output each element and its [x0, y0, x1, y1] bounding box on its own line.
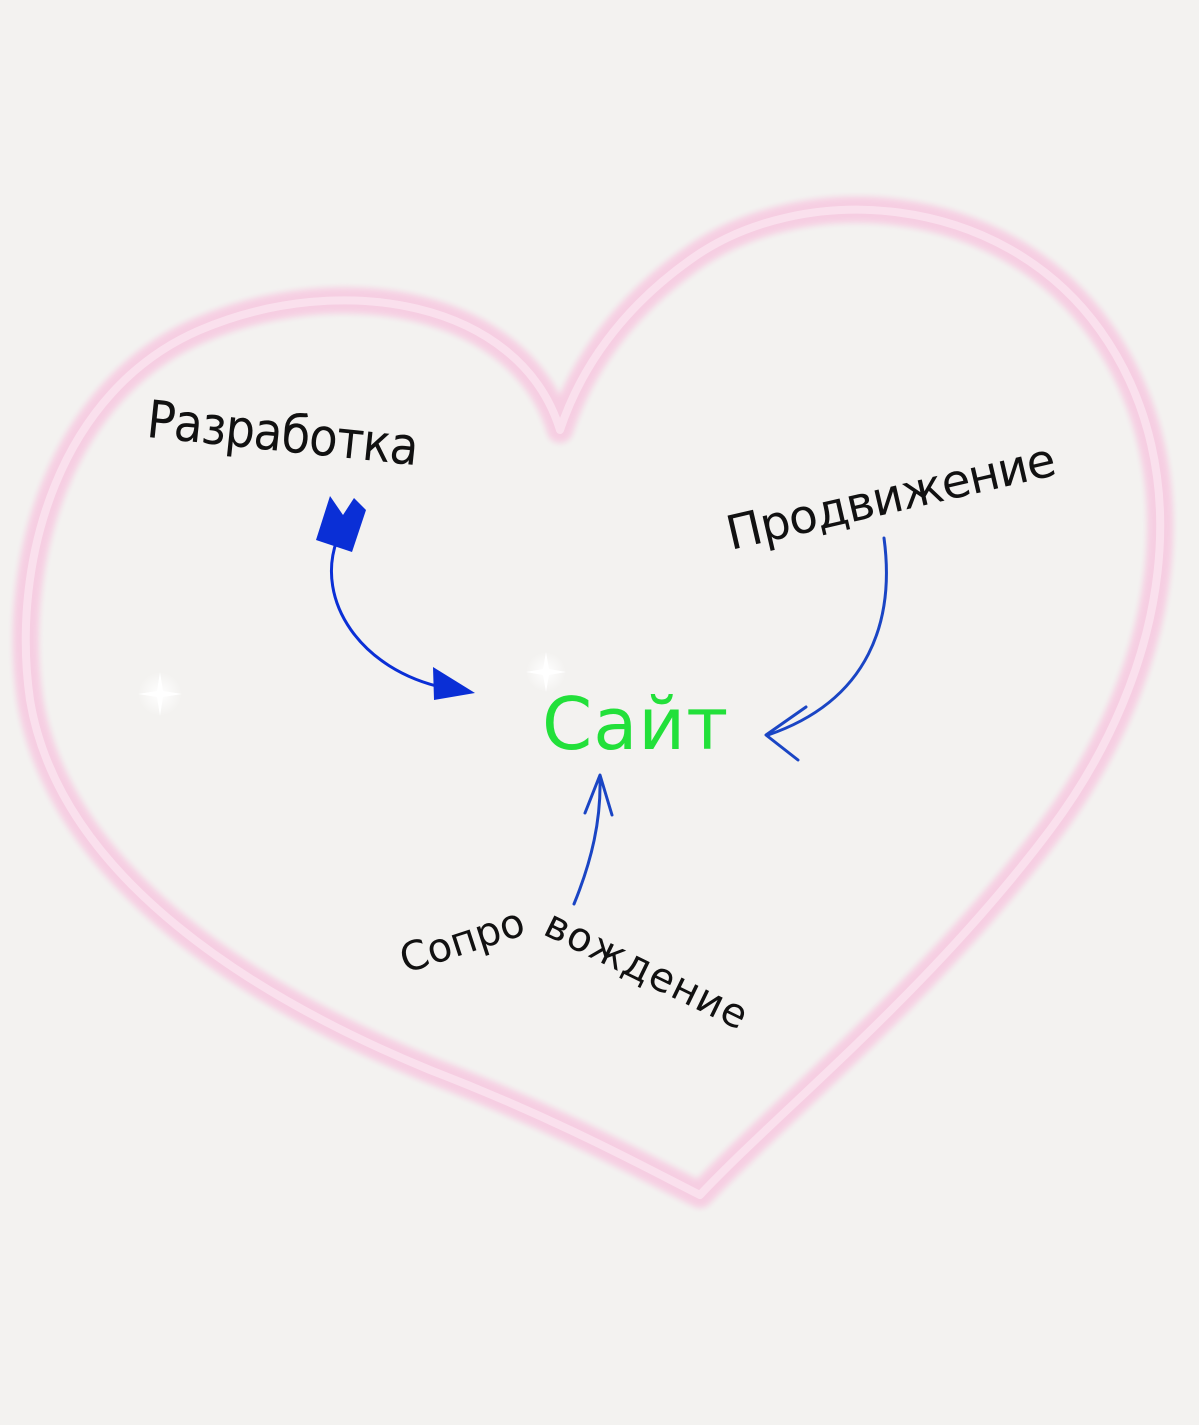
sparkle-icon: [138, 672, 182, 716]
arrow-promotion: [764, 536, 888, 762]
sparkle-icon: [526, 652, 566, 692]
arrow-support: [572, 773, 614, 906]
label-site: Сайт: [542, 682, 730, 766]
arrow-development: [316, 496, 475, 700]
